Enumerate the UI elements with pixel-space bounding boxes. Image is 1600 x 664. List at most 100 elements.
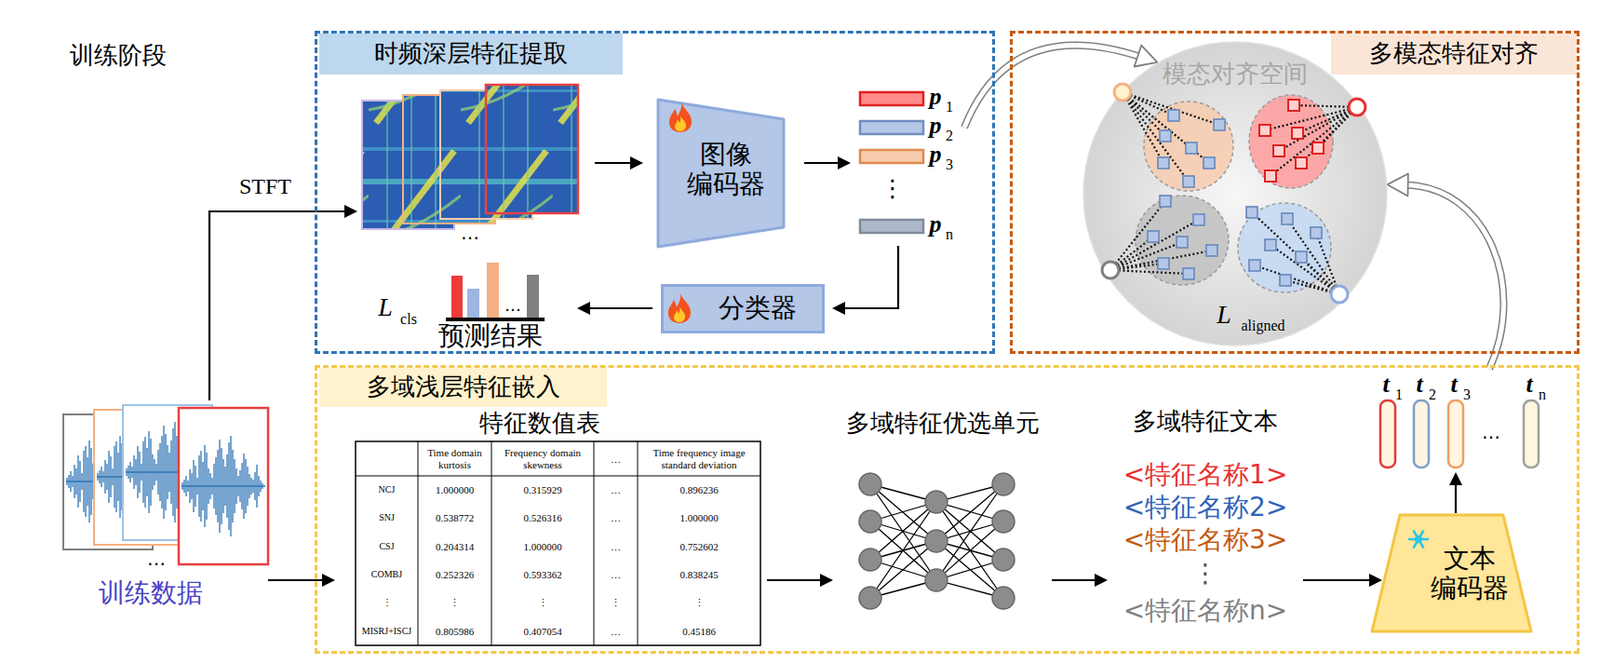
embedding-clusters	[1281, 213, 1293, 225]
table-cell: 0.838245	[639, 561, 759, 588]
text-vectors: t1t2t3…tn	[1368, 368, 1550, 471]
arrow-head	[837, 156, 851, 170]
embedding-clusters	[1249, 259, 1261, 271]
embedding-clusters	[1331, 285, 1348, 303]
text-vector-cylinders	[1380, 400, 1396, 468]
alignment-space: 模态对齐空间Laligned	[1082, 40, 1388, 347]
subscript: n	[1535, 385, 1549, 404]
embedding-clusters	[1110, 92, 1358, 295]
subscript: 2	[941, 126, 957, 146]
embedding-clusters	[1183, 268, 1195, 280]
embedding-clusters	[1264, 105, 1358, 176]
table-cell: 1.000000	[419, 476, 490, 503]
embedding-clusters	[1259, 99, 1324, 182]
embedding-clusters	[1203, 157, 1215, 169]
loss-symbol: L	[376, 290, 395, 324]
feature-vectors: p1p2p3⋮pn	[860, 81, 960, 246]
ellipsis: …	[1478, 420, 1505, 444]
table-cell: …	[595, 476, 636, 503]
embedding-clusters	[1159, 130, 1171, 142]
prediction-chart: Lcls…预测结果	[374, 258, 578, 352]
prediction-bars	[451, 275, 463, 319]
fire-icon	[673, 306, 686, 323]
embedding-clusters	[1312, 142, 1324, 154]
feature-table: 特征数值表	[355, 409, 761, 646]
encoder-label: 图像 编码器	[684, 135, 768, 203]
embedding-clusters	[1295, 251, 1307, 263]
embedding-clusters	[1168, 109, 1180, 122]
embedding-clusters	[1135, 195, 1229, 285]
feature-name: <特征名称2>	[1107, 490, 1304, 525]
feature-bars	[860, 121, 924, 135]
table-cell: 0.315929	[493, 476, 592, 503]
region-title: 时频深层特征提取	[319, 33, 623, 75]
neural-net	[859, 472, 882, 496]
ellipsis: ⋮	[1191, 556, 1220, 591]
embedding-clusters	[1102, 261, 1119, 279]
embedding-clusters	[1185, 142, 1197, 154]
arrow-head	[322, 573, 336, 587]
subscript: 1	[1392, 385, 1406, 404]
embedding-clusters	[1249, 94, 1333, 189]
text-vector-cylinders	[1523, 400, 1539, 468]
connector	[1387, 174, 1505, 369]
table-grid	[355, 441, 761, 646]
table-cell: 0.252326	[419, 561, 490, 588]
table-cell: NCJ	[357, 476, 417, 503]
embedding-clusters	[1237, 202, 1332, 293]
arrow-head	[630, 156, 644, 170]
arrow-head	[1369, 573, 1383, 587]
classifier-label: 分类器	[705, 285, 810, 332]
table-header: Time frequency image standard deviation	[639, 443, 759, 475]
ellipsis: …	[451, 221, 489, 244]
embedding-clusters	[1114, 83, 1131, 101]
arrow-head	[832, 301, 846, 315]
vector-symbol: t	[1378, 370, 1394, 399]
stage-region: 时频深层特征提取…图像 编码器p1p2p3⋮pnLcls…预测结果分类器	[314, 30, 995, 354]
neural-net	[859, 472, 1015, 609]
region-title: 多域浅层特征嵌入	[319, 367, 607, 407]
feature-text-list: 多域特征文本<特征名称1><特征名称2><特征名称3>⋮<特征名称n>	[1107, 405, 1304, 632]
table-header: …	[595, 443, 636, 475]
fire-icon	[674, 115, 686, 132]
table-title: 特征数值表	[465, 407, 615, 440]
table-cell: 0.896236	[639, 476, 759, 503]
feature-name: <特征名称n>	[1107, 593, 1304, 628]
table-cell: MISRJ+ISCJ	[357, 618, 417, 645]
fire-icon	[669, 102, 692, 133]
edge-label: STFT	[223, 173, 308, 202]
connector	[1449, 471, 1463, 513]
arrow-head	[1387, 174, 1409, 197]
embedding-region: 多域浅层特征嵌入特征数值表 多域特征优选单元 多域特征文本<特征名称1><特征名称2…	[314, 364, 1580, 654]
vector-symbol: t	[1521, 370, 1537, 399]
chart-caption: 预测结果	[426, 319, 555, 353]
embedding-clusters	[1264, 170, 1277, 182]
table-cell: 0.593362	[493, 561, 592, 588]
subscript: n	[941, 225, 957, 244]
snowflake-icon	[1415, 536, 1422, 542]
connector	[594, 156, 644, 170]
connector-curve	[1404, 184, 1505, 369]
prediction-bars	[526, 274, 539, 319]
neural-net	[859, 586, 882, 609]
net-title: 多域特征优选单元	[834, 407, 1050, 440]
embedding-clusters	[1279, 274, 1291, 286]
embedding-clusters	[1143, 101, 1234, 191]
alignment-region: 多模态特征对齐模态对齐空间Laligned	[1009, 30, 1580, 354]
embedding-clusters	[1147, 230, 1159, 243]
table-cell: 0.407054	[493, 618, 592, 645]
embedding-clusters	[1259, 124, 1271, 136]
subscript: aligned	[1233, 316, 1293, 336]
space-title: 模态对齐空间	[1151, 57, 1319, 92]
text-vector-cylinders	[1380, 400, 1539, 468]
connector-line	[1454, 484, 1457, 513]
table-header: Time domain kurtosis	[419, 443, 490, 475]
training-data: …训练数据	[57, 400, 269, 613]
feature-bars	[860, 149, 924, 163]
connector	[804, 156, 851, 170]
table-cell: COMBJ	[357, 561, 417, 588]
vector-symbol: p	[927, 140, 944, 169]
table-cell: 0.204314	[419, 533, 490, 560]
neural-net	[870, 484, 1004, 598]
embedding-clusters	[1246, 206, 1258, 218]
